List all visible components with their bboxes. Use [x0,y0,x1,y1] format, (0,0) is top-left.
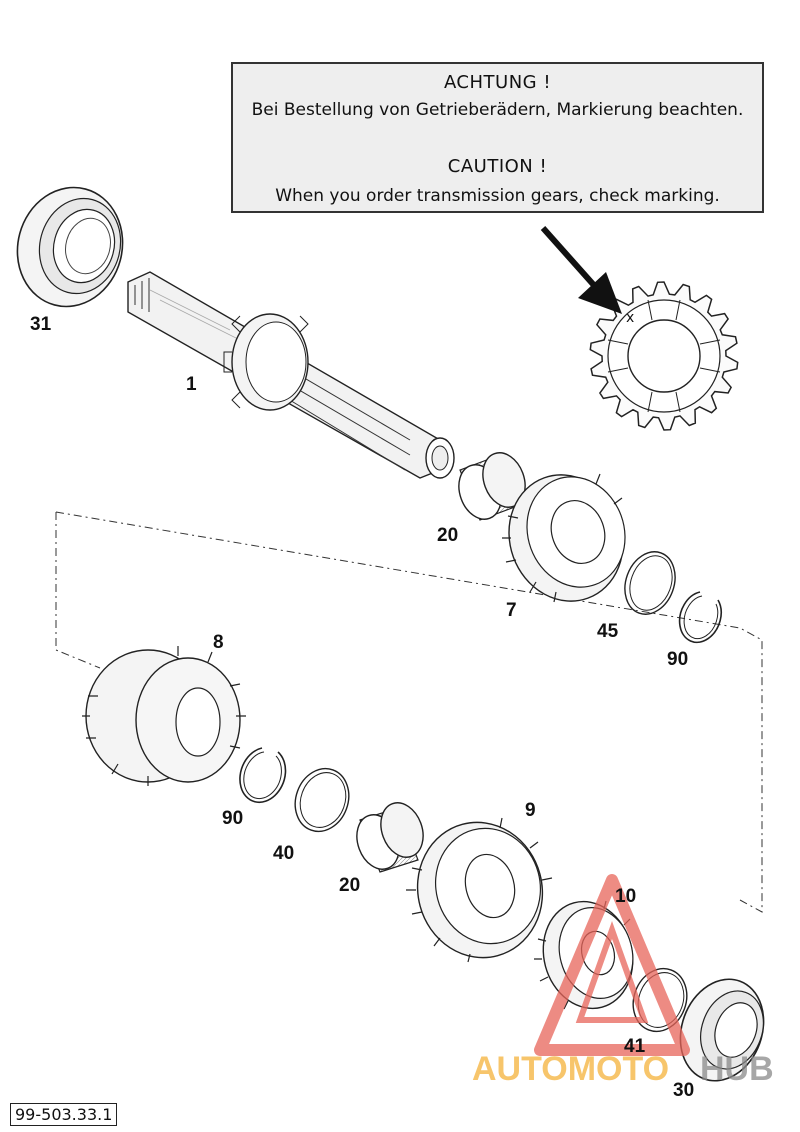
notice-title-en: CAUTION ! [447,156,548,177]
needle-bearing-20-top [458,452,526,521]
assembly-dashed-outline [55,511,763,913]
main-shaft-1 [127,271,455,479]
callout-20-top: 20 [437,525,458,546]
circlip-90-top [678,591,722,644]
callout-10: 10 [615,886,636,907]
watermark-text-automoto: AUTOMOTO [472,1050,669,1088]
callout-20-bottom: 20 [339,875,360,896]
needle-bearing-20-bottom [356,802,424,873]
marked-gear-detail: x [589,281,739,431]
gear-marking-text: x [626,310,634,326]
callout-7: 7 [506,600,517,621]
notice-text-de: Bei Bestellung von Getrieberädern, Marki… [251,100,744,120]
notice-text-en: When you order transmission gears, check… [275,186,720,206]
reference-number: 99-503.33.1 [10,1103,118,1126]
callout-30: 30 [673,1080,694,1101]
callout-31: 31 [30,314,52,335]
callout-1: 1 [186,374,197,395]
ball-bearing-31 [16,186,124,308]
gear-7 [502,473,626,603]
thrust-washer-40 [294,767,350,833]
notice-title-de: ACHTUNG ! [443,72,552,93]
ball-bearing-30 [679,978,765,1082]
thrust-washer-45 [624,551,676,615]
callout-90-bottom: 90 [222,808,243,829]
callout-8: 8 [213,632,224,653]
caution-notice-box: ACHTUNG ! Bei Bestellung von Getrieberäd… [231,62,764,213]
callout-9: 9 [525,800,536,821]
gear-8 [82,646,246,786]
watermark-text-hub: HUB [700,1050,774,1088]
callout-45: 45 [597,621,619,642]
circlip-90-bottom [239,747,287,804]
callout-40: 40 [273,843,294,864]
watermark-logo: AUTOMOTO HUB [472,874,774,1088]
callout-90-top: 90 [667,649,688,670]
gear-9 [406,817,553,963]
marking-arrow [540,226,622,314]
callout-41: 41 [624,1036,646,1057]
